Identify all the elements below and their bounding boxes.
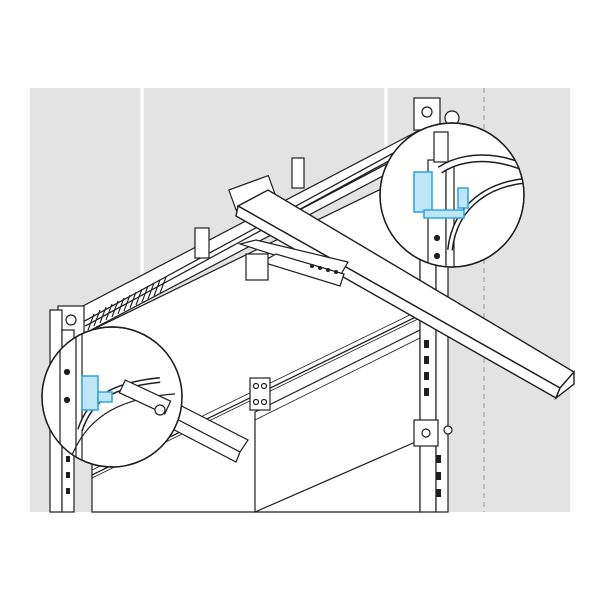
right-track-bracket — [413, 419, 453, 447]
highlight-bracket-left — [81, 375, 113, 411]
lower-left-bracket-detail — [41, 326, 183, 468]
highlight-bracket-right — [413, 171, 469, 219]
center-door-bracket — [249, 377, 271, 411]
right-track-holes — [424, 340, 441, 497]
door-arm-holes — [310, 264, 338, 274]
torsion-spring-left — [87, 276, 167, 331]
right-end-bearing-plate — [413, 97, 460, 131]
